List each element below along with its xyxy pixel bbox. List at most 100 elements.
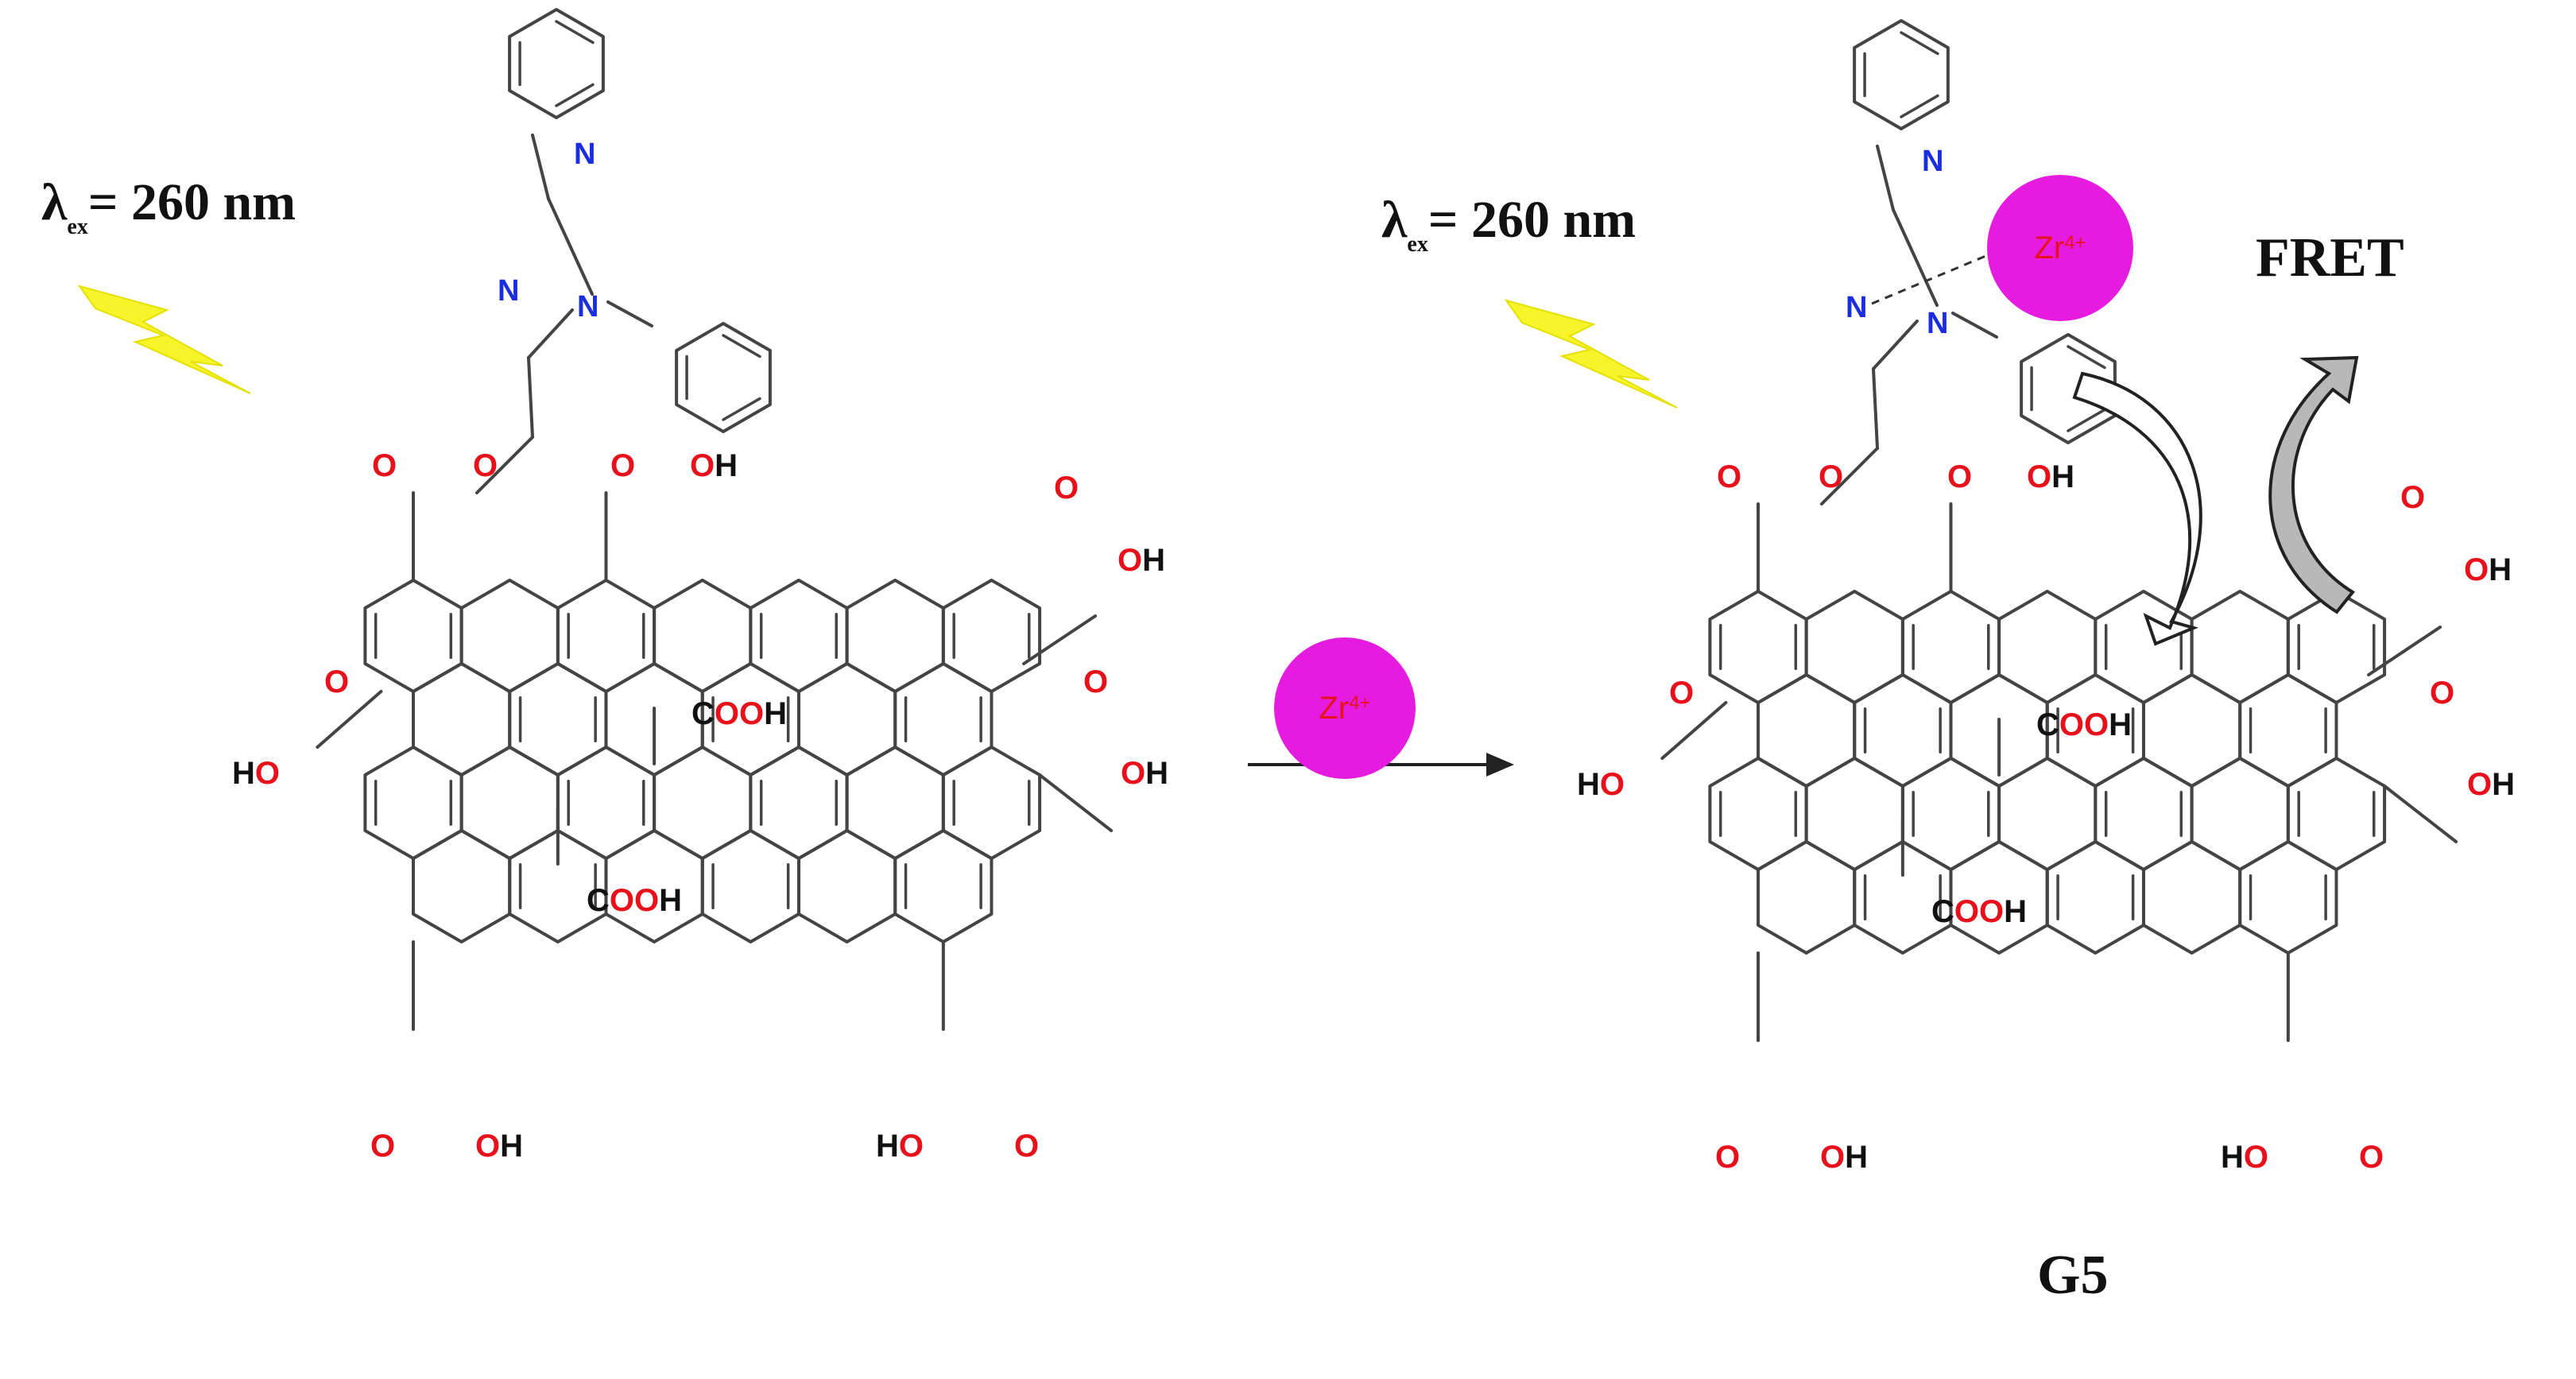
hex-ring	[556, 746, 657, 860]
right-top-cooh-o-left: O	[1054, 471, 1079, 506]
bottom-left-cooh-o-right: O	[1715, 1140, 1741, 1175]
reaction-arrow-head	[1486, 753, 1514, 777]
aromatic-bond	[1900, 94, 1939, 118]
aromatic-bond	[2067, 408, 2106, 432]
hex-ring	[845, 746, 945, 860]
hex-ring	[556, 579, 657, 693]
aromatic-bond	[722, 334, 761, 358]
cooh-bond	[316, 690, 383, 749]
graphene-molecule-right	[1708, 590, 2387, 955]
chain-bond	[527, 308, 574, 359]
chain-bond	[1951, 312, 1998, 339]
aromatic-bond	[555, 20, 595, 45]
amine-n-left: N	[498, 274, 520, 308]
hex-ring	[1708, 757, 1808, 871]
ester-chain-left	[475, 134, 653, 494]
inner-cooh-lower-right: COOH	[1931, 894, 2028, 929]
lightning-icon	[1504, 299, 1678, 409]
aromatic-bond	[1900, 31, 1939, 56]
inner-cooh-upper-right: COOH	[2036, 707, 2132, 742]
inner-cooh-upper-left: COOH	[691, 696, 788, 731]
pyridine-n-lower-right: N	[1927, 307, 1949, 340]
lightning-icon	[77, 285, 251, 394]
hex-ring	[2286, 757, 2387, 871]
hex-ring	[845, 579, 945, 693]
chain-bond	[1872, 320, 1919, 370]
graphene-molecule-left	[363, 579, 1042, 943]
hex-ring	[893, 662, 994, 777]
pyridine-top-right	[1853, 19, 1950, 130]
pyridine-ring	[1853, 19, 1950, 130]
top-cooh-oh-left: OH	[690, 448, 738, 483]
excitation-label-left: λex= 260 nm	[41, 173, 296, 240]
ester-o-right: O	[1819, 459, 1844, 494]
hex-ring	[1708, 590, 1808, 704]
hex-ring	[941, 746, 1042, 860]
hex-ring	[749, 579, 849, 693]
pyridine-n-top-left: N	[574, 138, 596, 171]
right-top-cooh-oh-right: OH	[2464, 552, 2512, 587]
cooh-bond	[2383, 784, 2458, 843]
bottom-right-cooh-o-right: O	[2359, 1140, 2384, 1175]
chain-bond	[475, 436, 534, 494]
ester-carbonyl-o-right: O	[1717, 459, 1742, 494]
hex-ring	[1757, 673, 1857, 788]
pyridine-lower-left	[675, 322, 772, 433]
bottom-left-cooh-oh-left: OH	[475, 1129, 524, 1164]
hex-ring	[459, 579, 560, 693]
cooh-right-top-left	[1022, 614, 1098, 665]
left-cooh-o-right: O	[1669, 676, 1695, 711]
right-top-cooh-oh-left: OH	[1118, 543, 1166, 578]
hex-ring	[363, 746, 463, 860]
hex-ring	[653, 579, 753, 693]
bottom-right-cooh-o-left: O	[1014, 1129, 1040, 1164]
right-mid-cooh-o-right: O	[2430, 676, 2455, 711]
product-label-g5: G5	[2037, 1245, 2109, 1306]
chain-bond	[1876, 145, 1895, 211]
chain-bond	[1872, 367, 1879, 450]
hex-ring	[363, 579, 463, 693]
ester-chain-right	[1820, 145, 1998, 506]
hex-ring	[2045, 840, 2145, 955]
cooh-bond	[2367, 626, 2442, 676]
hex-ring	[1757, 840, 1857, 955]
hex-ring	[941, 579, 1042, 693]
aromatic-bond	[722, 397, 761, 421]
bottom-right-cooh-ho-left: HO	[876, 1129, 924, 1164]
hex-ring	[1804, 757, 1904, 871]
cooh-bond	[1022, 614, 1098, 665]
excitation-label-right: λex= 260 nm	[1381, 191, 1637, 258]
bottom-left-cooh-oh-right: OH	[1820, 1140, 1869, 1175]
hex-ring	[2238, 840, 2338, 955]
cooh-bond	[1038, 773, 1114, 832]
inner-cooh-lower-left: COOH	[587, 883, 683, 918]
left-cooh-ho-right: HO	[1577, 767, 1625, 802]
hex-ring	[893, 829, 994, 943]
fret-label: FRET	[2256, 227, 2404, 289]
hex-ring	[412, 662, 512, 777]
aromatic-bond	[555, 83, 595, 107]
cooh-right-top-right	[2367, 626, 2442, 676]
pyridine-n-top-right: N	[1922, 145, 1944, 178]
bottom-right-cooh-ho-right: HO	[2221, 1140, 2269, 1175]
hex-ring	[2141, 673, 2242, 788]
cooh-left-right	[1660, 701, 1728, 760]
hex-ring	[653, 746, 753, 860]
hex-ring	[459, 746, 560, 860]
ester-carbonyl-o-left: O	[372, 448, 397, 483]
pyridine-lower-right	[2020, 333, 2117, 444]
cooh-left-left	[316, 690, 383, 749]
pyridine-ring	[508, 8, 605, 119]
right-top-cooh-o-right: O	[2400, 480, 2426, 515]
cooh-right-mid-right	[2383, 784, 2458, 843]
hex-ring	[796, 662, 897, 777]
cooh-right-mid-left	[1038, 773, 1114, 832]
pyridine-n-lower-left: N	[577, 290, 599, 323]
hex-ring	[1997, 590, 2098, 704]
chain-bond	[606, 300, 653, 327]
left-cooh-ho-left: HO	[232, 756, 281, 791]
right-mid-cooh-oh-left: OH	[1121, 756, 1169, 791]
